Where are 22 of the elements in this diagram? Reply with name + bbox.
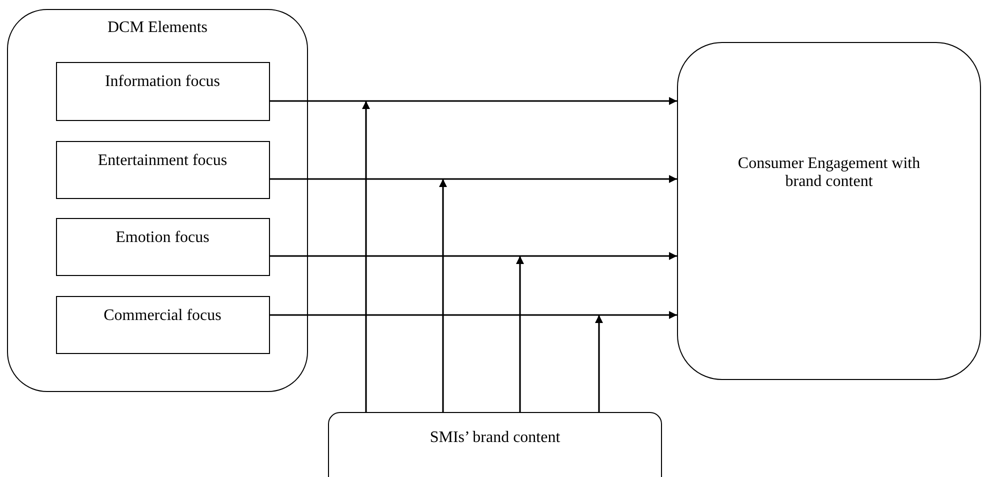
outcome-box xyxy=(677,42,981,380)
moderator-box xyxy=(328,412,662,477)
node-label: SMIs’ brand content xyxy=(428,429,562,448)
node-label: Entertainment focus xyxy=(96,152,228,170)
process-box xyxy=(56,62,270,120)
moderator-arrow xyxy=(362,101,370,412)
group-title: DCM Elements xyxy=(106,19,208,38)
arrow xyxy=(270,175,677,183)
moderator-arrow xyxy=(439,179,447,412)
group-container xyxy=(7,9,308,392)
process-box xyxy=(56,296,270,354)
node-label: Commercial focus xyxy=(102,306,222,325)
arrow xyxy=(270,252,677,260)
moderator-arrow xyxy=(516,256,524,412)
process-box xyxy=(56,140,270,198)
process-box xyxy=(56,218,270,276)
moderator-arrow xyxy=(595,315,603,412)
node-label: Information focus xyxy=(104,72,222,91)
arrow xyxy=(270,97,677,105)
node-label: Consumer Engagement with brand content xyxy=(736,155,922,192)
arrow xyxy=(270,311,677,319)
node-label: Emotion focus xyxy=(114,228,210,247)
